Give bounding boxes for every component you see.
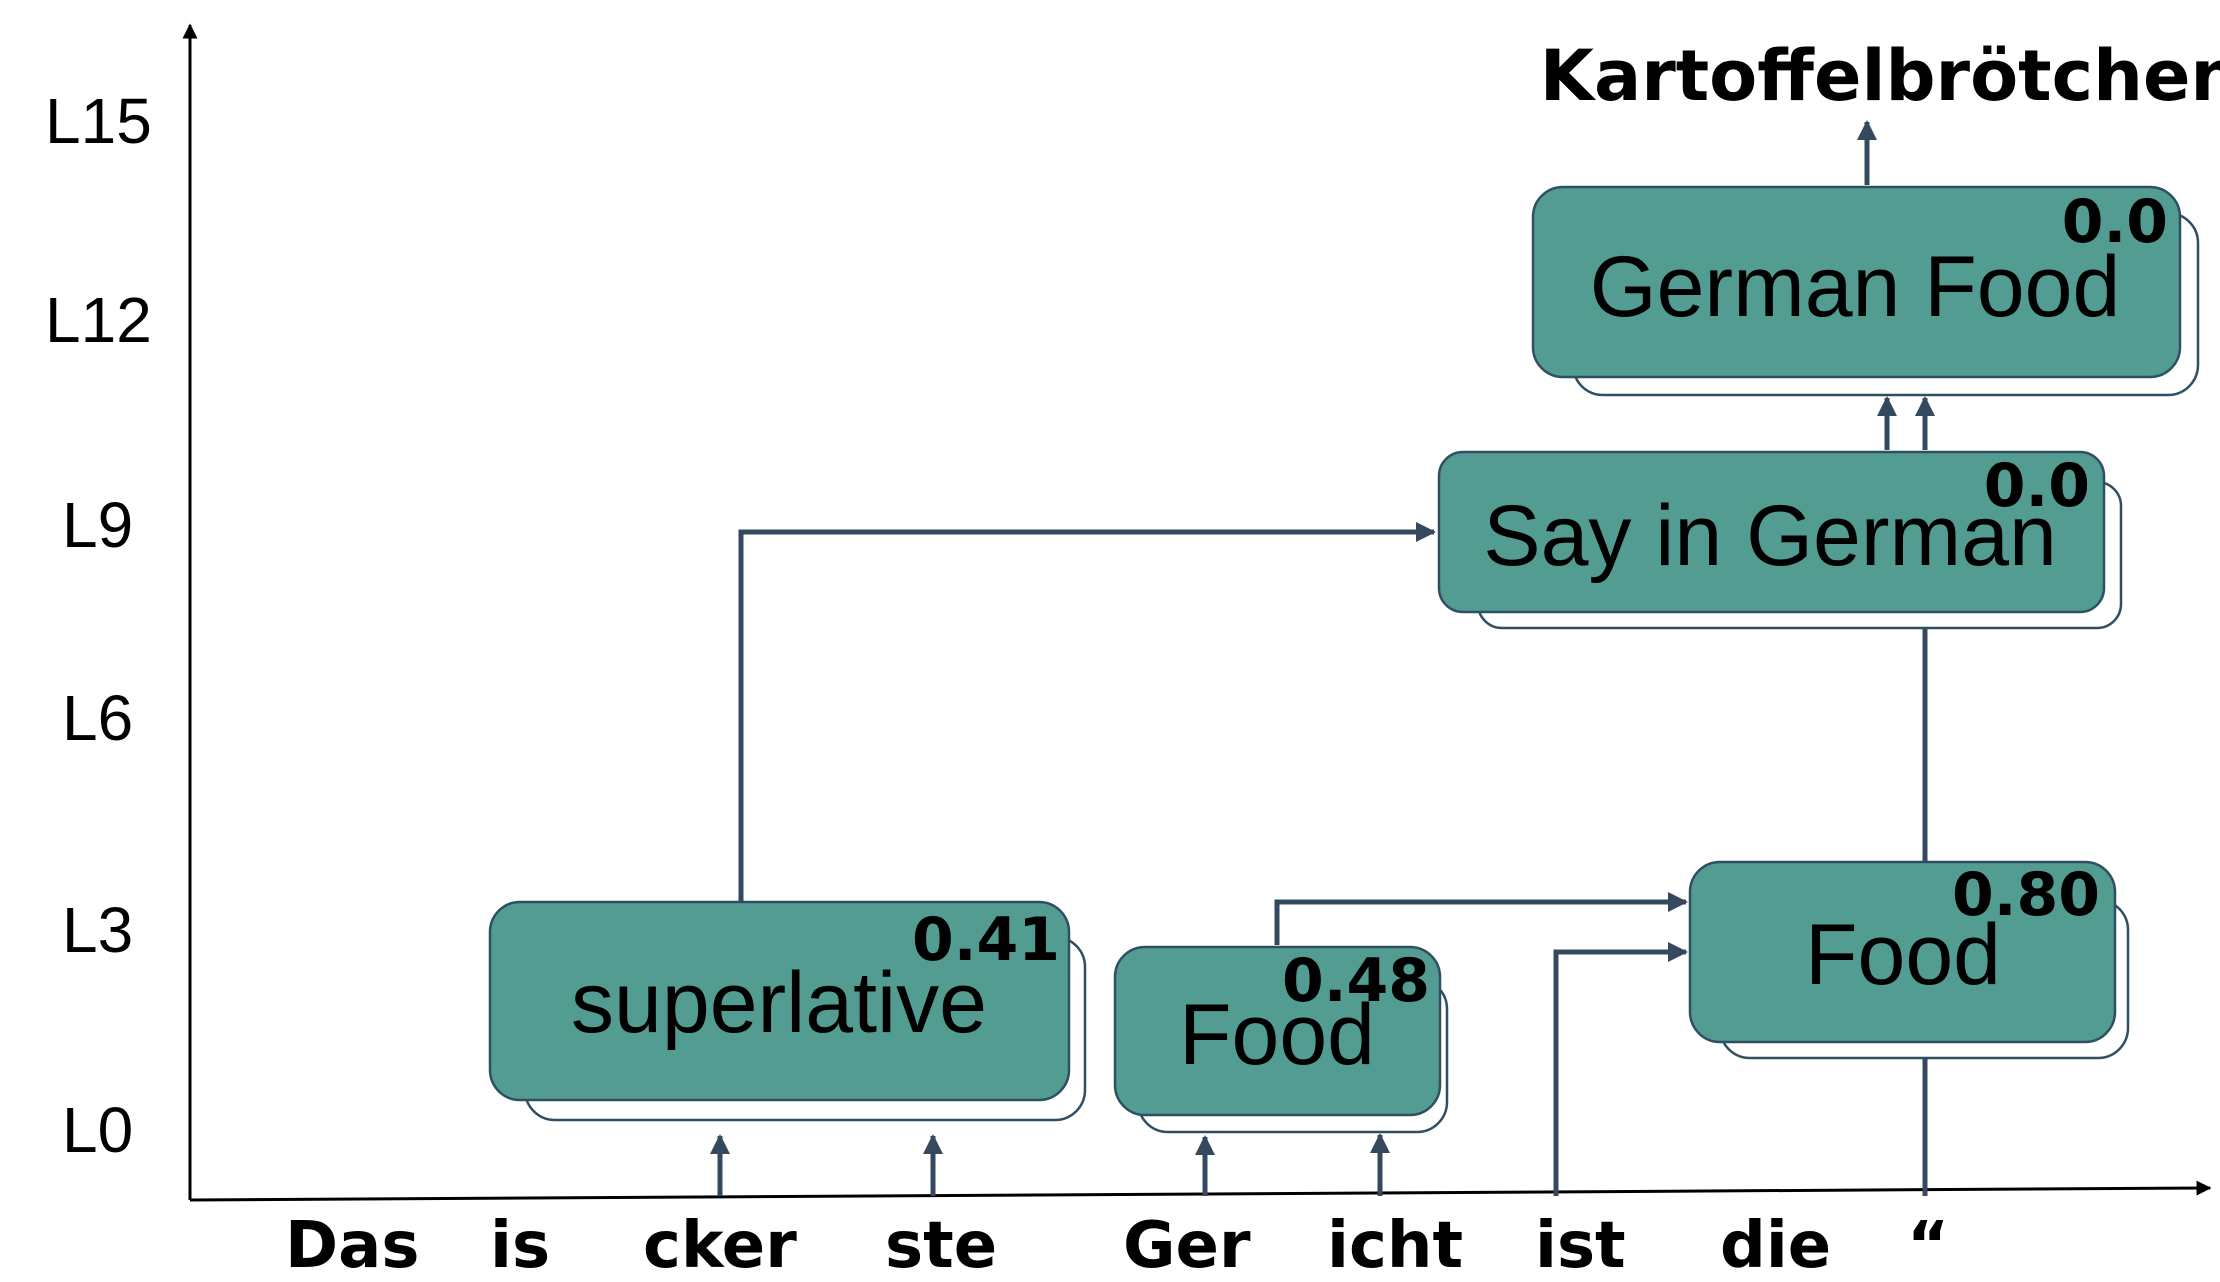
token-quote: “: [1907, 1209, 1949, 1282]
node-superlative: superlative 0.41: [488, 900, 1087, 1122]
layer-label-l6: L6: [62, 682, 133, 754]
node-food-small-label: Food: [1179, 987, 1375, 1083]
x-axis: [189, 1180, 2212, 1202]
token-das: Das: [285, 1209, 419, 1282]
token-cker: cker: [643, 1209, 797, 1282]
output-token: Kartoffelbrötchen: [1540, 35, 2220, 117]
token-ger: Ger: [1123, 1209, 1251, 1282]
node-food-right-score: 0.80: [1952, 860, 2100, 930]
edge-food-to-food-right: [1274, 892, 1688, 945]
token-die: die: [1720, 1209, 1831, 1282]
layer-label-l3: L3: [62, 894, 133, 966]
token-is: is: [490, 1209, 550, 1282]
layer-label-l0: L0: [62, 1094, 133, 1166]
node-superlative-score: 0.41: [912, 905, 1060, 975]
node-say-in-german-label: Say in German: [1483, 488, 2057, 584]
node-say-in-german-score: 0.0: [1984, 451, 2090, 521]
layer-label-l12: L12: [45, 284, 152, 356]
node-food-small: Food 0.48: [1113, 945, 1449, 1134]
node-superlative-label: superlative: [571, 955, 987, 1051]
edge-ist-to-food-right: [1553, 942, 1688, 1196]
node-food-right: Food 0.80: [1688, 860, 2130, 1060]
node-food-right-label: Food: [1805, 907, 2001, 1003]
node-german-food-score: 0.0: [2062, 187, 2168, 257]
token-icht: icht: [1327, 1209, 1463, 1282]
layer-label-l15: L15: [45, 85, 152, 157]
layer-label-l9: L9: [62, 489, 133, 561]
node-german-food-label: German Food: [1590, 239, 2121, 335]
node-food-small-score: 0.48: [1282, 946, 1430, 1016]
node-say-in-german: Say in German 0.0: [1437, 450, 2123, 630]
edge-superlative-to-say-in-german: [738, 522, 1436, 905]
token-ste: ste: [885, 1209, 997, 1282]
token-ist: ist: [1535, 1209, 1626, 1282]
node-german-food: German Food 0.0: [1531, 185, 2200, 397]
